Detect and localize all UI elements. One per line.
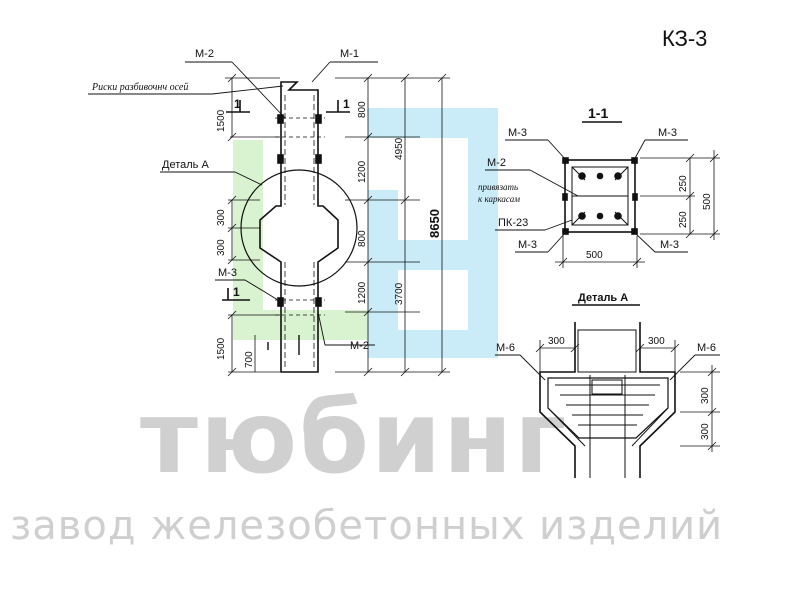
dim-1500-top: 1500	[216, 109, 227, 132]
section-dim-250-a: 250	[678, 175, 689, 192]
section-1-1	[562, 121, 638, 235]
section-cut-marks	[222, 100, 350, 301]
detail-dim-300-upper: 300	[700, 387, 711, 404]
marker-m2-top: М-2	[195, 48, 214, 60]
column-elevation	[240, 81, 358, 373]
section-marker-m3-tr: М-3	[658, 127, 677, 139]
section-mark-right: 1	[343, 97, 350, 111]
section-marker-m3-br: М-3	[660, 239, 679, 251]
section-dim-250-b: 250	[678, 211, 689, 228]
detail-dim-300-left: 300	[548, 336, 565, 347]
section-mark-lower: 1	[233, 285, 240, 299]
detail-a	[539, 304, 676, 478]
risks-label: Риски разбивочнч осей	[91, 82, 188, 93]
dim-300-b: 300	[216, 239, 227, 256]
dim-4950: 4950	[394, 137, 405, 160]
section-marker-m3-bl: М-3	[518, 239, 537, 251]
detail-a-callout: Деталь А	[162, 159, 209, 171]
section-dim-500-v: 500	[702, 193, 713, 210]
dim-8650: 8650	[427, 209, 442, 238]
dim-1200-top: 1200	[357, 160, 368, 183]
section-1-1-dims	[555, 150, 720, 268]
section-note-line2: к каркасам	[478, 194, 520, 204]
dim-700: 700	[244, 351, 255, 368]
detail-title: Деталь А	[578, 292, 628, 304]
drawing-code: КЗ-3	[662, 26, 708, 51]
detail-marker-m6-right: М-6	[697, 342, 716, 354]
detail-dim-300-lower: 300	[700, 423, 711, 440]
watermark-subtitle: завод железобетонных изделий	[10, 503, 724, 549]
section-note-line1: привязать	[478, 182, 518, 192]
dim-3700: 3700	[394, 282, 405, 305]
column-dim-lines	[225, 73, 450, 377]
watermark-brand: тюбинг	[140, 379, 569, 496]
dim-800-mid: 800	[357, 230, 368, 247]
dim-1200-bottom: 1200	[357, 281, 368, 304]
detail-a-leaders	[495, 354, 720, 381]
marker-m1: М-1	[340, 48, 359, 60]
dim-1500-bottom: 1500	[216, 337, 227, 360]
section-title: 1-1	[588, 105, 608, 121]
section-mark-left: 1	[234, 97, 241, 111]
column-leaders	[88, 61, 378, 346]
section-1-1-leaders	[485, 139, 688, 253]
dim-800-top: 800	[357, 101, 368, 118]
section-marker-m3-tl: М-3	[508, 127, 527, 139]
section-dim-500-h: 500	[586, 250, 603, 261]
section-marker-m2: М-2	[487, 157, 506, 169]
section-marker-pk23: ПК-23	[498, 217, 528, 229]
dim-300-a: 300	[216, 209, 227, 226]
detail-a-dims	[535, 340, 720, 452]
marker-m2-bottom: М-2	[350, 340, 369, 352]
detail-marker-m6-left: М-6	[496, 342, 515, 354]
marker-m3-column: М-3	[218, 267, 237, 279]
detail-dim-300-right: 300	[648, 336, 665, 347]
